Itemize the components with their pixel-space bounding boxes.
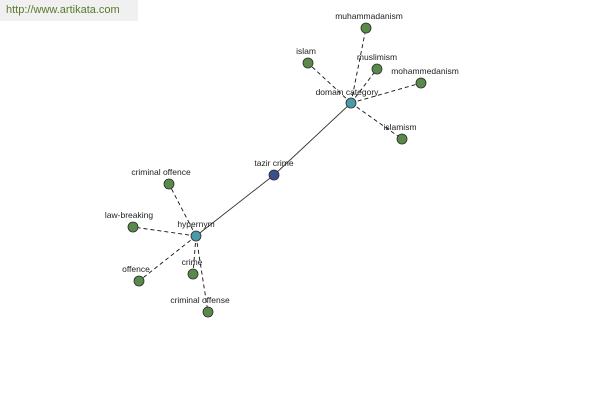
node-hypernym[interactable]: hypernym <box>177 219 215 242</box>
node-label-criminal_offence: criminal offence <box>131 167 191 177</box>
node-circle-islam[interactable] <box>302 57 314 69</box>
node-label-islamism: islamism <box>383 122 416 132</box>
edge-tazir-domain <box>273 102 352 176</box>
node-circle-criminal_offense[interactable] <box>202 306 214 318</box>
node-circle-muhammadanism[interactable] <box>360 22 372 34</box>
nodes-layer: tazir crime domain category hypernym muhamm… <box>105 11 459 318</box>
node-circle-tazir[interactable] <box>268 169 280 181</box>
edge-hypernym-crime <box>192 235 197 275</box>
node-circle-offence[interactable] <box>133 275 145 287</box>
node-mohammedanism[interactable]: mohammedanism <box>391 66 459 89</box>
edge-hypernym-criminal_offence <box>168 183 197 237</box>
node-label-crime: crime <box>182 257 203 267</box>
node-offence[interactable]: offence <box>122 264 150 287</box>
node-circle-crime[interactable] <box>187 268 199 280</box>
node-criminal_offence[interactable]: criminal offence <box>131 167 191 190</box>
node-law_breaking[interactable]: law-breaking <box>105 210 153 233</box>
node-label-criminal_offense: criminal offense <box>170 295 230 305</box>
node-label-mohammedanism: mohammedanism <box>391 66 459 76</box>
node-islamism[interactable]: islamism <box>383 122 417 145</box>
edge-domain-muhammadanism <box>350 27 367 104</box>
node-label-domain: domain category <box>316 87 380 97</box>
node-circle-mohammedanism[interactable] <box>415 77 427 89</box>
node-circle-islamism[interactable] <box>396 133 408 145</box>
edge-domain-islam <box>307 62 352 104</box>
node-domain[interactable]: domain category <box>316 87 380 109</box>
node-label-offence: offence <box>122 264 150 274</box>
edge-hypernym-criminal_offense <box>195 235 209 313</box>
node-crime[interactable]: crime <box>182 257 203 280</box>
node-label-law_breaking: law-breaking <box>105 210 153 220</box>
edge-hypernym-law_breaking <box>132 226 197 237</box>
edge-domain-muslimism <box>350 68 378 104</box>
edge-domain-islamism <box>350 102 403 140</box>
node-circle-law_breaking[interactable] <box>127 221 139 233</box>
edge-domain-mohammedanism <box>350 82 422 104</box>
node-circle-domain[interactable] <box>345 97 357 109</box>
edge-hypernym-offence <box>138 235 197 282</box>
node-label-muslimism: muslimism <box>357 52 397 62</box>
node-circle-hypernym[interactable] <box>190 230 202 242</box>
node-circle-muslimism[interactable] <box>371 63 383 75</box>
node-tazir[interactable]: tazir crime <box>254 158 294 181</box>
node-criminal_offense[interactable]: criminal offense <box>170 295 230 318</box>
node-islam[interactable]: islam <box>296 46 316 69</box>
edge-tazir-hypernym <box>195 174 275 237</box>
node-label-tazir: tazir crime <box>254 158 293 168</box>
edges-layer <box>132 27 422 313</box>
node-label-islam: islam <box>296 46 316 56</box>
site-watermark: http://www.artikata.com <box>0 0 138 21</box>
node-label-muhammadanism: muhammadanism <box>335 11 403 21</box>
node-label-hypernym: hypernym <box>177 219 214 229</box>
node-circle-criminal_offence[interactable] <box>163 178 175 190</box>
node-muhammadanism[interactable]: muhammadanism <box>335 11 403 34</box>
node-muslimism[interactable]: muslimism <box>357 52 397 75</box>
